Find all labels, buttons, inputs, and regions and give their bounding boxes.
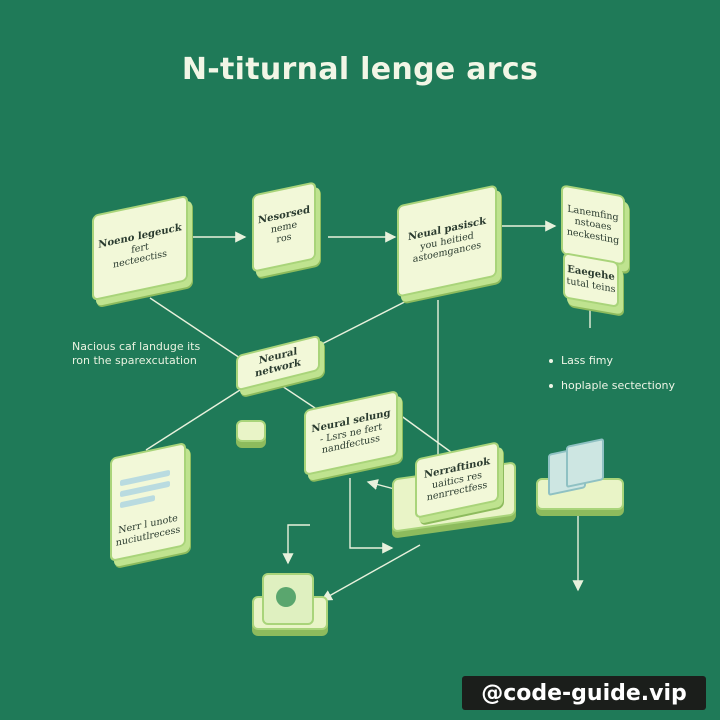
bullet-item: hoplaple sectectiony [549,379,675,392]
line-mid-to-big [309,284,439,351]
node-top-small: Nesorsed neme ros [252,181,316,273]
bullet-dot-icon [549,359,553,363]
left-note-line: ron the sparexcutation [72,354,197,368]
arrow-to-cube [282,524,310,565]
left-note: Nacious caf landuge its ron the sparexcu… [72,340,200,369]
bullet-text: hoplaple sectectiony [561,379,676,392]
bullet-item: Lass fimy [549,354,613,367]
left-note-line: Nacious caf landuge its [72,340,201,353]
line-center-to-right [399,414,456,456]
node-right-small-2: Eaegehe tutal teins [563,252,619,308]
cube-icon [262,573,314,625]
bullet-dot-icon [549,384,553,388]
small-box-icon [236,420,266,442]
node-text: ros [276,231,292,246]
arrow-center-down [349,478,394,554]
bullet-text: Lass fimy [561,354,613,367]
watermark: @code-guide.vip [462,676,706,710]
line-mid-to-bottomleft [145,389,241,451]
arrow-right-to-cube [320,544,421,601]
panel-icon [566,437,604,489]
page-title: N-titurnal lenge arcs [181,52,539,87]
